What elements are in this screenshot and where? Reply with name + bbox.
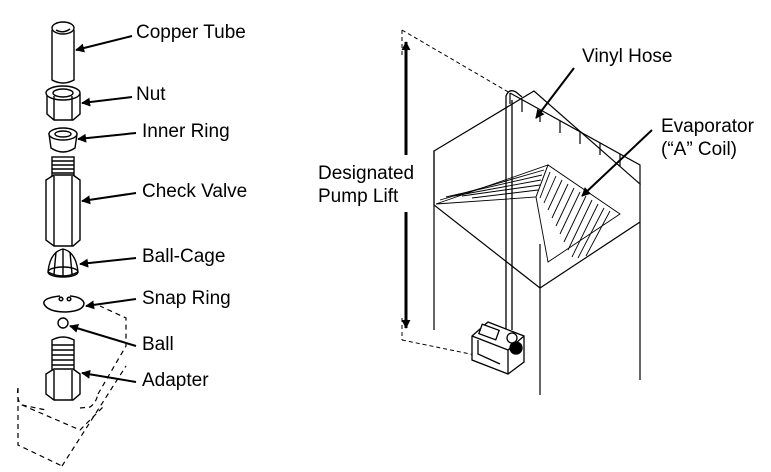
copper-tube-part xyxy=(51,21,75,84)
label-adapter: Adapter xyxy=(142,370,209,391)
ball-cage-part xyxy=(47,248,79,278)
label-nut: Nut xyxy=(136,84,166,105)
label-copper-tube: Copper Tube xyxy=(136,22,246,43)
nut-part xyxy=(45,85,81,121)
snap-ring-part xyxy=(43,295,85,313)
label-vinyl-hose: Vinyl Hose xyxy=(582,46,673,67)
furnace-cabinet xyxy=(432,90,642,395)
label-snap-ring: Snap Ring xyxy=(142,288,231,309)
pump-body-outline xyxy=(16,305,127,467)
right-leader-arrows xyxy=(535,67,653,197)
label-evaporator: Evaporator xyxy=(661,116,754,137)
label-evaporator-coil: (“A” Coil) xyxy=(661,139,737,160)
condensate-pump xyxy=(471,321,525,375)
label-designated: Designated xyxy=(318,163,415,184)
left-leader-arrows xyxy=(69,35,137,383)
plenum-duct xyxy=(509,92,641,184)
label-pump-lift: Pump Lift xyxy=(318,186,399,207)
pump-lift-dimension xyxy=(401,29,511,357)
check-valve-part xyxy=(45,156,81,247)
ball-part xyxy=(57,317,69,329)
label-check-valve: Check Valve xyxy=(142,181,248,202)
evaporator-coil xyxy=(435,164,621,263)
label-ball-cage: Ball-Cage xyxy=(142,246,226,267)
label-inner-ring: Inner Ring xyxy=(142,121,230,142)
inner-ring-part xyxy=(48,127,78,153)
label-ball: Ball xyxy=(142,334,174,355)
adapter-part xyxy=(45,336,81,401)
vinyl-hose xyxy=(505,90,523,330)
